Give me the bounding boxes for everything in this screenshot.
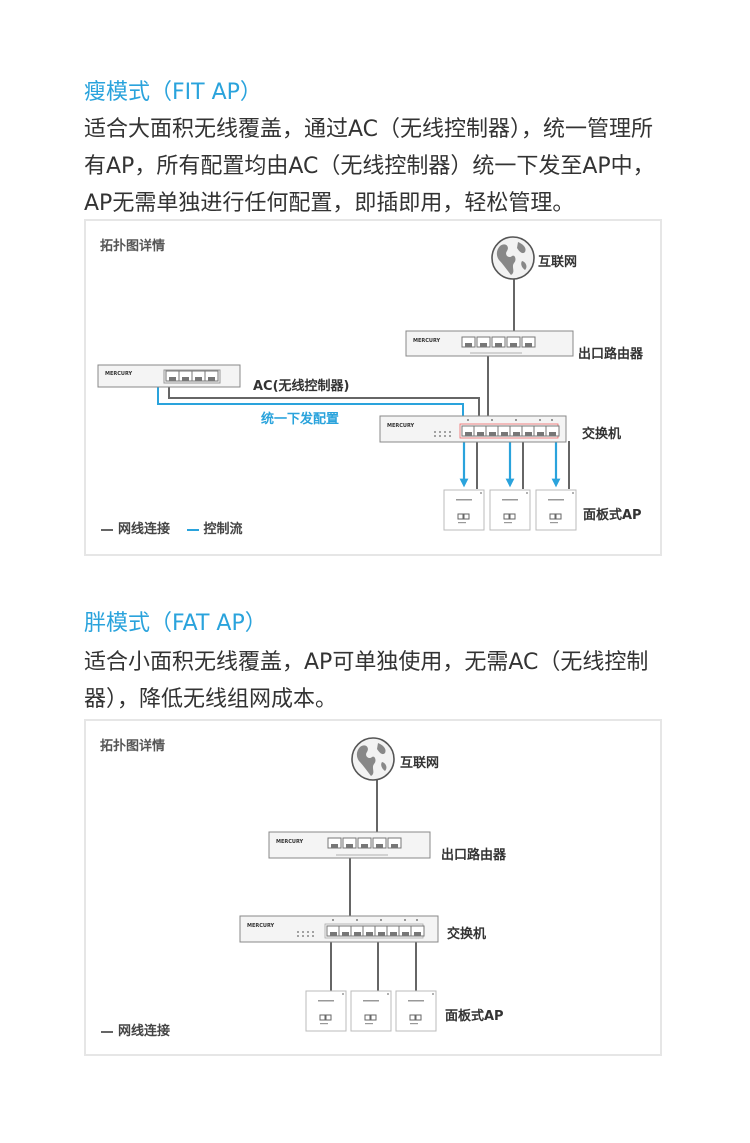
ap-device-3 xyxy=(535,489,577,531)
control-ac-switch xyxy=(157,383,464,416)
switch-device: MERCURY xyxy=(379,415,567,443)
fit-legend-control: 控制流 xyxy=(203,522,243,537)
fit-section-desc: 适合大面积无线覆盖，通过AC（无线控制器），统一管理所有AP，所有配置均由AC（… xyxy=(84,117,655,216)
fat-label-router: 出口路由器 xyxy=(441,848,507,863)
fit-label-control: 统一下发配置 xyxy=(261,412,340,427)
fat-switch-brand: MERCURY xyxy=(247,923,275,929)
fat-globe-icon xyxy=(351,737,395,781)
legend-wire-swatch xyxy=(101,528,113,531)
fit-panel-label: 拓扑图详情 xyxy=(100,239,166,254)
fat-ap-device-2 xyxy=(350,990,392,1032)
fit-topology-diagram: MERCURY MERCURY MERCURY xyxy=(97,236,577,531)
fit-section-title: 瘦模式（FIT AP） xyxy=(84,80,262,105)
ap-device-1 xyxy=(443,489,485,531)
fat-legend: 网线连接 xyxy=(101,1020,170,1039)
fat-section-desc: 适合小面积无线覆盖，AP可单独使用，无需AC（无线控制器），降低无线组网成本。 xyxy=(84,650,649,712)
ap-device-2 xyxy=(489,489,531,531)
switch-brand: MERCURY xyxy=(387,423,415,429)
fat-section-title: 胖模式（FAT AP） xyxy=(84,611,267,636)
fat-label-ap: 面板式AP xyxy=(445,1009,504,1024)
fat-legend-wire: 网线连接 xyxy=(118,1024,171,1039)
fit-label-ap: 面板式AP xyxy=(583,508,642,523)
fit-legend-wire: 网线连接 xyxy=(118,522,171,537)
fat-topology-diagram: MERCURY MERCURY xyxy=(239,737,439,1032)
fit-legend: 网线连接 控制流 xyxy=(101,518,243,537)
router-device: MERCURY xyxy=(405,330,574,357)
fit-label-router: 出口路由器 xyxy=(578,347,644,362)
fat-ap-device-3 xyxy=(395,990,437,1032)
fat-panel-label: 拓扑图详情 xyxy=(100,739,166,754)
legend-control-swatch xyxy=(186,528,199,531)
fit-label-internet: 互联网 xyxy=(538,255,578,270)
fat-label-internet: 互联网 xyxy=(400,756,440,771)
fit-label-switch: 交换机 xyxy=(582,427,622,442)
fat-router-brand: MERCURY xyxy=(276,839,304,845)
wire-ac-switch xyxy=(168,383,480,416)
fat-ap-device-1 xyxy=(305,990,347,1032)
fat-legend-wire-swatch xyxy=(101,1030,113,1033)
fit-label-ac: AC(无线控制器) xyxy=(253,379,350,394)
ac-device: MERCURY xyxy=(97,364,241,388)
ac-brand: MERCURY xyxy=(105,371,133,377)
fit-topology-panel: MERCURY MERCURY MERCURY xyxy=(84,219,662,556)
globe-icon xyxy=(491,236,535,280)
fat-topology-panel: MERCURY MERCURY 拓扑图详情 互联网 出口路由器 xyxy=(84,719,662,1056)
fat-label-switch: 交换机 xyxy=(447,927,487,942)
router-brand: MERCURY xyxy=(413,338,441,344)
fat-router-device: MERCURY xyxy=(268,831,431,859)
fat-switch-device: MERCURY xyxy=(239,915,439,943)
